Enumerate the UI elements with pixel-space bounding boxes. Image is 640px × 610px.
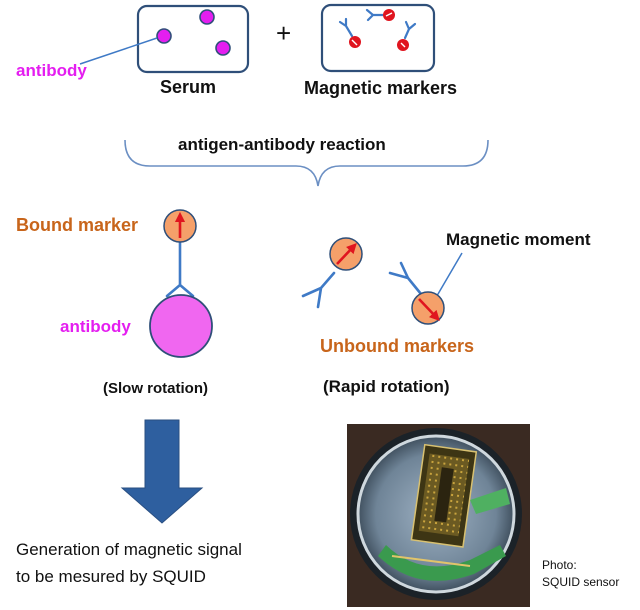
bound-marker-label: Bound marker: [16, 215, 138, 235]
magnetic-markers-box: [320, 3, 436, 73]
rapid-rotation-label: (Rapid rotation): [323, 377, 450, 396]
reaction-label: antigen-antibody reaction: [178, 135, 386, 154]
antibody-label-top: antibody: [16, 61, 87, 80]
antibody-pointer-line: [79, 37, 158, 65]
squid-sensor-photo: [347, 424, 530, 607]
antibody-sphere: [149, 294, 213, 358]
reaction-bracket: [124, 139, 489, 187]
serum-label: Serum: [160, 77, 216, 97]
down-arrow-icon: [120, 419, 204, 524]
antibody-particle: [215, 40, 231, 56]
plus-sign: +: [276, 18, 291, 48]
magnetic-marker-icon: [397, 20, 417, 51]
unbound-marker-icon: [388, 261, 445, 325]
unbound-markers-label: Unbound markers: [320, 336, 474, 356]
photo-caption-line1: Photo:: [542, 558, 577, 572]
slow-rotation-label: (Slow rotation): [103, 380, 208, 397]
antibody-particle: [199, 9, 215, 25]
generation-text-line2: to be mesured by SQUID: [16, 567, 206, 586]
unbound-marker-icon: [301, 237, 363, 309]
magnetic-markers-label: Magnetic markers: [304, 78, 457, 98]
antibody-particle: [156, 28, 172, 44]
magnetic-marker-icon: [338, 17, 361, 48]
serum-box: [136, 4, 250, 74]
photo-caption-line2: SQUID sensor: [542, 575, 619, 589]
antibody-label-mid: antibody: [60, 317, 131, 336]
bound-marker-icon: [149, 209, 213, 358]
generation-text-line1: Generation of magnetic signal: [16, 540, 242, 559]
magnetic-marker-icon: [365, 8, 395, 22]
magnetic-moment-label: Magnetic moment: [446, 230, 591, 249]
